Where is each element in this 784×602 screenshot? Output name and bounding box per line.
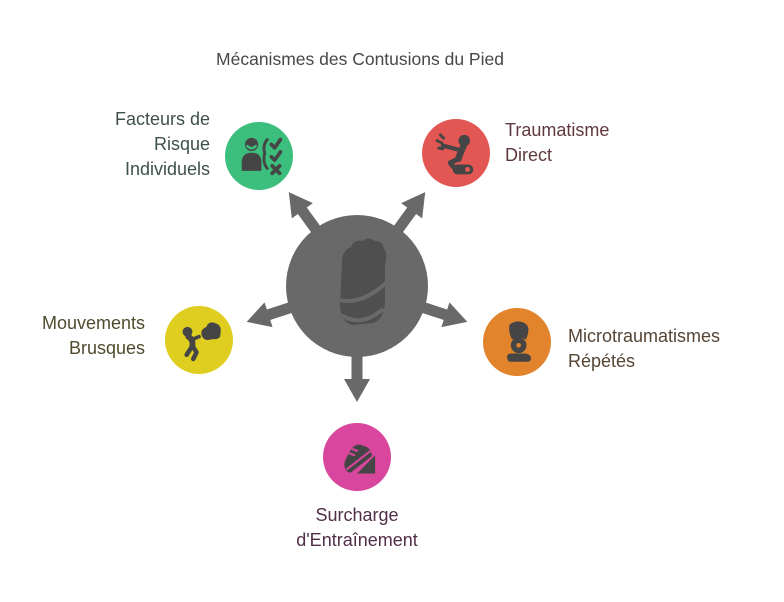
label-line: Facteurs de — [114, 109, 210, 129]
label-line: d'Entraînement — [296, 530, 418, 550]
node-label-traumatisme-direct: Traumatisme Direct — [505, 118, 609, 168]
node-label-microtraumatismes: Microtraumatismes Répétés — [568, 324, 720, 374]
label-line: Microtraumatismes — [568, 326, 721, 346]
node-circle-surcharge — [323, 423, 391, 491]
label-line: Répétés — [568, 351, 636, 371]
label-line: Traumatisme — [505, 120, 610, 140]
label-line: Brusques — [68, 338, 145, 358]
label-line: Direct — [505, 145, 553, 165]
falling-person-icon — [435, 133, 474, 175]
node-circle-mouvements-brusques — [165, 306, 233, 374]
foot-sole-lines — [335, 281, 388, 323]
node-label-mouvements-brusques: Mouvements Brusques — [0, 311, 145, 361]
label-line: Risque — [153, 134, 210, 154]
node-circle-traumatisme-direct — [422, 119, 490, 187]
foot-sole-icon — [340, 238, 387, 325]
node-label-surcharge: Surcharge d'Entraînement — [237, 503, 477, 553]
label-line: Surcharge — [315, 505, 399, 525]
ankle-joint-icon — [507, 321, 531, 362]
node-circle-facteurs-risque — [225, 122, 293, 190]
label-line: Mouvements — [41, 313, 145, 333]
running-shoe-icon — [344, 444, 376, 474]
node-circle-microtraumatismes — [483, 308, 551, 376]
bending-person-icon — [182, 322, 221, 362]
diagram-title: Mécanismes des Contusions du Pied — [216, 49, 504, 69]
label-line: Individuels — [124, 159, 210, 179]
person-checklist-icon — [241, 137, 283, 176]
node-label-facteurs-risque: Facteurs de Risque Individuels — [10, 107, 210, 182]
